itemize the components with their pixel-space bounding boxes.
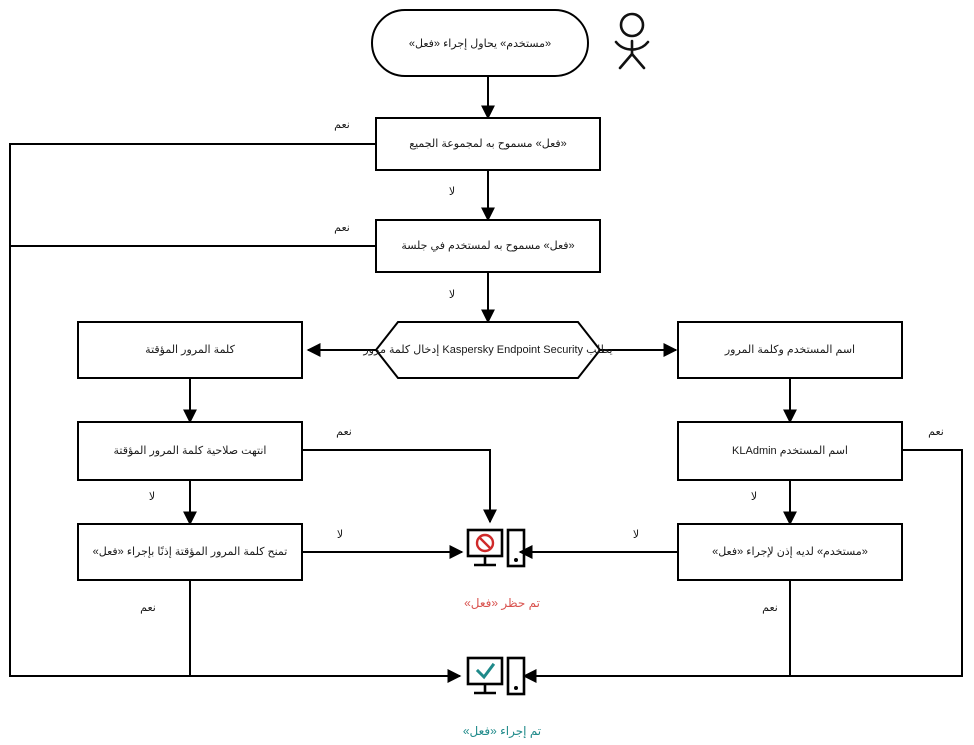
edge-expired-yes-to-blocked xyxy=(302,449,497,524)
edge-label-expired-no: لا xyxy=(149,491,155,503)
node-session-allowed: «فعل» مسموح به لمستخدم في جلسة xyxy=(375,219,601,273)
edges xyxy=(9,76,963,683)
edge-label-expired-yes: نعم xyxy=(336,426,352,438)
edge-everyone-yes-to-success xyxy=(9,143,462,683)
caption-allowed: تم إجراء «فعل» xyxy=(463,724,541,739)
node-temp-password-label: كلمة المرور المؤقتة xyxy=(145,344,235,356)
node-password-prompt: يطلب Kaspersky Endpoint Security إدخال ك… xyxy=(362,321,613,379)
edge-label-kladmin-no: لا xyxy=(751,491,757,503)
edge-kladmin-yes-to-success xyxy=(522,449,963,683)
node-temp-password: كلمة المرور المؤقتة xyxy=(77,321,303,379)
caption-blocked: تم حظر «فعل» xyxy=(464,596,540,611)
edge-label-grants-no: لا xyxy=(337,529,343,541)
node-user-has-permission-label: «مستخدم» لديه إذن لإجراء «فعل» xyxy=(712,546,868,558)
node-kladmin: اسم المستخدم KLAdmin xyxy=(677,421,903,481)
node-everyone-allowed-label: «فعل» مسموح به لمجموعة الجميع xyxy=(409,138,567,150)
device-blocked-icon xyxy=(466,528,526,568)
edge-label-permission-no: لا xyxy=(633,529,639,541)
node-temp-password-grants-label: تمنح كلمة المرور المؤقتة إذنًا بإجراء «ف… xyxy=(93,546,288,558)
node-everyone-allowed: «فعل» مسموح به لمجموعة الجميع xyxy=(375,117,601,171)
node-kladmin-label: اسم المستخدم KLAdmin xyxy=(732,445,848,457)
edge-label-kladmin-yes: نعم xyxy=(928,426,944,438)
edge-label-everyone-yes: نعم xyxy=(334,119,350,131)
edge-label-session-no: لا xyxy=(449,289,455,301)
node-user-has-permission: «مستخدم» لديه إذن لإجراء «فعل» xyxy=(677,523,903,581)
node-temp-password-grants: تمنح كلمة المرور المؤقتة إذنًا بإجراء «ف… xyxy=(77,523,303,581)
node-start-label: «مستخدم» يحاول إجراء «فعل» xyxy=(409,38,551,50)
node-temp-password-expired: انتهت صلاحية كلمة المرور المؤقتة xyxy=(77,421,303,481)
node-session-allowed-label: «فعل» مسموح به لمستخدم في جلسة xyxy=(401,240,574,252)
node-username-password-label: اسم المستخدم وكلمة المرور xyxy=(724,344,855,356)
device-allowed-icon xyxy=(466,656,526,696)
edge-label-session-yes: نعم xyxy=(334,222,350,234)
edge-label-permission-yes: نعم xyxy=(762,602,778,614)
node-username-password: اسم المستخدم وكلمة المرور xyxy=(677,321,903,379)
edge-label-grants-yes: نعم xyxy=(140,602,156,614)
user-actor-icon xyxy=(614,12,650,70)
edge-label-everyone-no: لا xyxy=(449,186,455,198)
edge-labels: نعم لا نعم لا نعم لا لا نعم نعم لا لا نع… xyxy=(140,119,944,614)
node-start: «مستخدم» يحاول إجراء «فعل» xyxy=(371,9,589,77)
node-password-prompt-label: يطلب Kaspersky Endpoint Security إدخال ك… xyxy=(362,344,612,356)
node-temp-password-expired-label: انتهت صلاحية كلمة المرور المؤقتة xyxy=(114,445,267,457)
